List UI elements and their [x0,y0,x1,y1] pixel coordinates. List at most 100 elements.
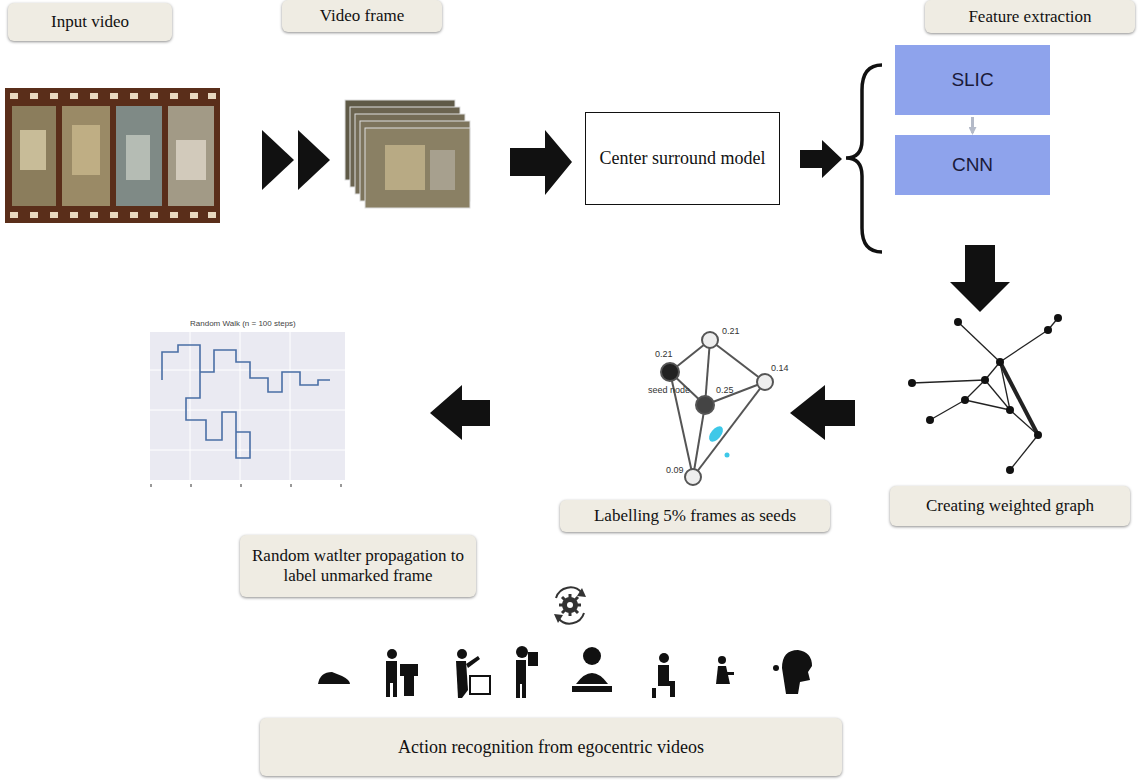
flow-arrow [800,140,842,178]
graph-value: 0.21 [722,327,740,337]
action-icons [386,683,390,697]
flow-arrow [790,385,855,440]
weighted-graph [1010,435,1038,470]
random-walk-plot [190,332,191,480]
node-text: Action recognition from egocentric video… [398,737,704,758]
action-icons [572,686,612,692]
random-walk-plot [150,332,345,480]
film-strip [70,212,78,218]
film-strip [20,130,46,170]
seed-graph [693,382,765,477]
action-icons [387,649,397,659]
film-strip [110,212,118,218]
film-strip [176,140,206,180]
action-icons [516,660,526,684]
weighted-graph [965,380,985,400]
random-walk-plot [240,484,242,487]
film-strip [50,212,58,218]
node-text: Center surround model [600,148,766,169]
gear-icon [562,597,578,613]
film-strip [90,93,98,99]
action-icons [318,672,350,684]
film-strip [130,93,138,99]
node-text: CNN [952,154,993,176]
frame-stack [430,150,455,190]
seed-graph [696,396,714,414]
weighted-graph [1000,330,1048,362]
film-strip [5,88,220,223]
film-strip [62,106,110,206]
action-icons [456,661,468,698]
gear-icon [562,597,578,613]
film-strip [116,106,162,206]
action-icons [528,652,538,666]
weighted-graph [1034,431,1042,439]
double-arrow [262,130,294,190]
action-icons [516,646,528,658]
graph-value: 0.14 [771,364,789,374]
film-strip [30,212,38,218]
graph-value: 0.09 [666,466,684,476]
random-walk-plot [150,332,345,487]
flow-arrow [430,385,490,440]
gear-icon [559,594,581,616]
film-strip [168,106,214,206]
seed-graph [710,340,765,382]
action-icons [583,647,601,665]
weighted-graph [996,358,1004,366]
film-strip [170,212,178,218]
seed-graph [661,363,679,381]
action-icons [658,681,675,697]
node-text: Labelling 5% frames as seeds [594,506,796,526]
stage-label: Random watlter propagation to label unma… [240,535,476,597]
frame-stack [385,145,425,190]
film-strip [130,212,138,218]
random-walk-plot [150,370,345,371]
film-strip [72,125,100,175]
double-arrow [298,130,330,190]
weighted-graph [981,376,989,384]
graph-value: 0.25 [716,386,734,396]
feature-box: SLIC [895,45,1050,115]
action-icons [522,684,526,698]
film-strip [30,93,38,99]
random-walk-plot [150,484,152,487]
random-walk-plot [162,345,330,458]
film-strip [110,93,118,99]
seed-graph [693,405,705,477]
graph-value: 0.21 [655,350,673,360]
process-box: Center surround model [585,112,780,205]
connector [971,117,974,133]
random-walk-plot [190,484,192,487]
action-icons [652,688,656,698]
weighted-graph [958,322,1000,362]
action-icons [726,672,734,675]
random-walk-plot [290,484,292,487]
node-text: Creating weighted graph [926,496,1094,516]
action-icons [393,683,397,697]
film-strip [170,93,178,99]
action-icons [658,665,669,681]
film-strip [10,93,216,218]
action-icons [457,649,467,659]
random-walk-plot [150,484,342,487]
stage-label: Input video [8,3,172,41]
seed-graph [706,424,725,444]
weighted-graph [908,314,1062,474]
seed-graph [685,469,701,485]
seed-graph [725,453,730,458]
node-text: SLIC [951,69,993,91]
plot-title: Random Walk (n = 100 steps) [190,320,296,329]
film-strip [10,93,18,99]
random-walk-plot [340,484,342,487]
stage-label: Action recognition from egocentric video… [260,718,842,776]
weighted-graph [912,318,1058,470]
film-strip [190,93,198,99]
random-walk-plot [150,450,345,451]
film-strip [5,88,220,223]
stage-label: Labelling 5% frames as seeds [560,500,830,532]
weighted-graph [1000,362,1038,435]
double-arrow [262,130,330,190]
